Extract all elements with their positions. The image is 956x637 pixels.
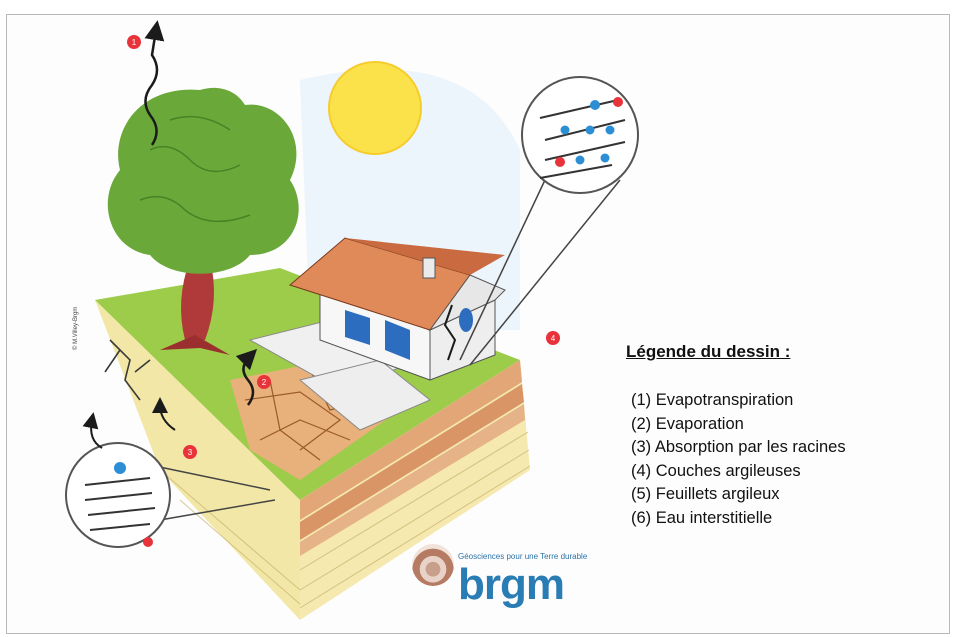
house	[288, 237, 506, 381]
brgm-logo: Géosciences pour une Terre durable brgm	[410, 538, 650, 618]
legend-item: (1) Evapotranspiration	[631, 391, 794, 409]
legend-item: (6) Eau interstitielle	[631, 508, 773, 527]
brgm-logo-mark	[412, 544, 454, 586]
svg-text:2: 2	[262, 378, 267, 387]
legend: Légende du dessin : (1) Evapotranspirati…	[626, 342, 926, 530]
legend-title: Légende du dessin :	[626, 342, 791, 361]
marker-2: 2	[257, 375, 271, 389]
marker-4: 4	[546, 331, 560, 345]
marker-3: 3	[183, 445, 197, 459]
svg-text:3: 3	[188, 448, 193, 457]
brgm-name: brgm	[458, 560, 565, 609]
credit-text: © M.Villey-Brgm	[72, 307, 79, 350]
evapotranspiration-arrow	[144, 20, 165, 146]
svg-text:4: 4	[551, 334, 556, 343]
legend-item: (4) Couches argileuses	[631, 461, 801, 480]
magnifier-clay-sheets-right	[459, 76, 639, 366]
svg-text:1: 1	[132, 38, 137, 47]
brgm-tagline: Géosciences pour une Terre durable	[458, 552, 588, 561]
legend-list: (1) Evapotranspiration (2) Evaporation (…	[626, 389, 926, 530]
terrace	[248, 319, 431, 431]
sun	[328, 61, 422, 155]
legend-item: (5) Feuillets argileux	[631, 485, 780, 503]
evaporation-arrow	[235, 348, 258, 406]
marker-1: 1	[127, 35, 141, 49]
legend-item: (2) Evaporation	[631, 414, 744, 433]
legend-item: (3) Absorption par les racines	[631, 438, 846, 456]
root-absorption-arrow	[152, 397, 176, 431]
magnifier-clay-sheets-left	[65, 412, 276, 548]
